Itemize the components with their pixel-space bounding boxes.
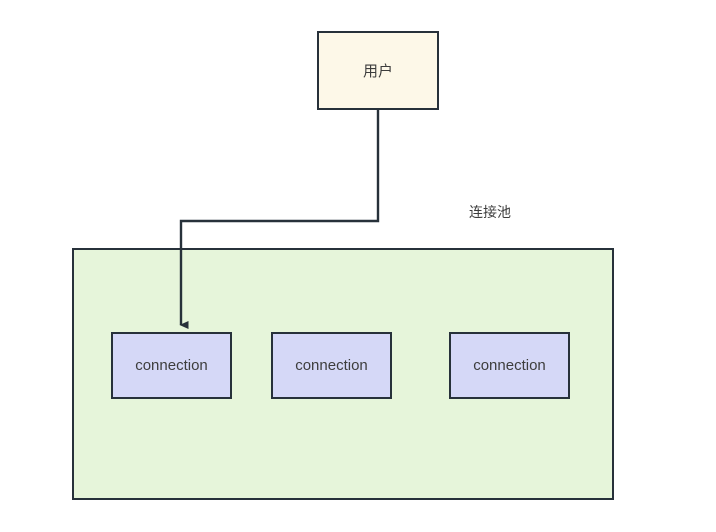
node-connection-3-label: connection xyxy=(473,357,546,374)
node-connection-1-label: connection xyxy=(135,357,208,374)
node-user-label: 用户 xyxy=(362,63,393,80)
node-connection-1[interactable]: connection xyxy=(111,332,232,399)
connection-pool-label: 连接池 xyxy=(469,204,511,220)
node-connection-3[interactable]: connection xyxy=(449,332,570,399)
node-connection-2-label: connection xyxy=(295,357,368,374)
node-user[interactable]: 用户 xyxy=(317,31,439,110)
node-connection-2[interactable]: connection xyxy=(271,332,392,399)
user-to-connection-edge xyxy=(179,110,380,329)
